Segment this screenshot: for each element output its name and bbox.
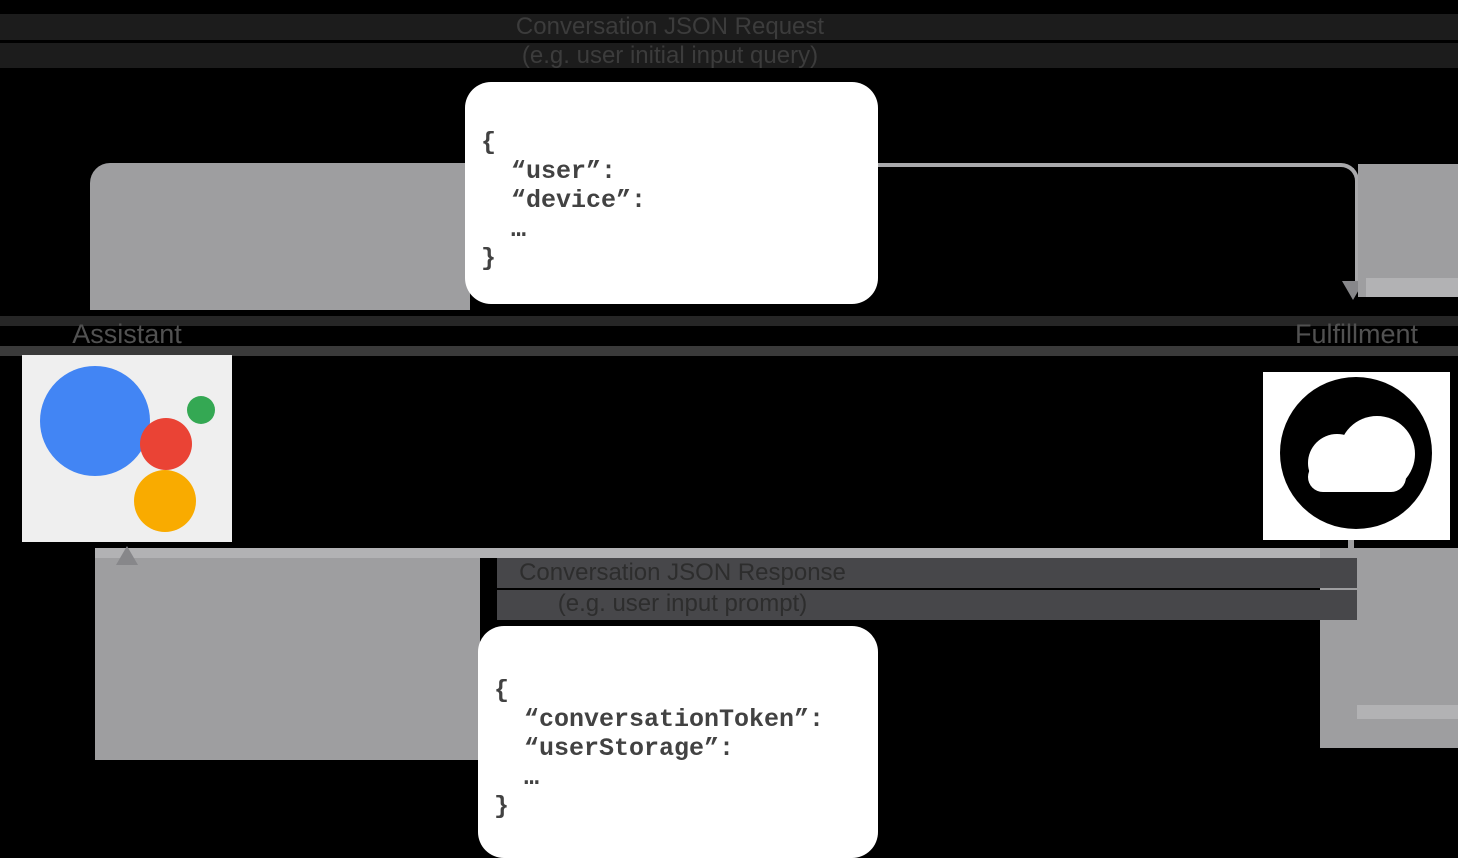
top-label-stripe-2 bbox=[0, 43, 1458, 68]
request-code-line-device: “device”: bbox=[481, 186, 647, 215]
response-label-stripe-2 bbox=[497, 590, 1357, 620]
response-code-line-open-brace: { bbox=[494, 676, 510, 705]
response-json-card: { “conversationToken”: “userStorage”: … … bbox=[478, 626, 878, 858]
cloud-icon bbox=[1263, 372, 1450, 540]
request-code-line-open-brace: { bbox=[481, 128, 497, 157]
assistant-label: Assistant bbox=[72, 319, 182, 349]
response-arrow-line bbox=[95, 548, 1355, 558]
request-arrow-band bbox=[90, 163, 470, 310]
response-label-stripe-1 bbox=[497, 558, 1357, 588]
request-label-line1: Conversation JSON Request bbox=[515, 13, 825, 40]
assistant-logo-blue-circle bbox=[40, 366, 150, 476]
assistant-logo-yellow-circle bbox=[134, 470, 196, 532]
response-arrow-drop bbox=[1348, 540, 1354, 552]
assistant-logo-green-circle bbox=[187, 396, 215, 424]
request-label-line2: (e.g. user initial input query) bbox=[521, 42, 819, 69]
request-code-line-close-brace: } bbox=[481, 244, 497, 273]
arrow-up-icon bbox=[116, 546, 138, 565]
request-code-line-ellipsis: … bbox=[481, 215, 527, 244]
response-band-right-fade bbox=[1357, 705, 1458, 719]
assistant-logo-red-circle bbox=[140, 418, 192, 470]
request-band-right-fade bbox=[1366, 278, 1458, 297]
response-arrow-band bbox=[95, 548, 480, 760]
response-code-line-conversationtoken: “conversationToken”: bbox=[494, 705, 825, 734]
response-code-line-userstorage: “userStorage”: bbox=[494, 734, 735, 763]
request-json-card: { “user”: “device”: … } bbox=[465, 82, 878, 304]
response-label-line2: (e.g. user input prompt) bbox=[557, 590, 808, 617]
fulfillment-tile bbox=[1263, 372, 1450, 540]
request-band-right bbox=[1358, 164, 1458, 297]
top-label-stripe-1 bbox=[0, 14, 1458, 40]
request-arrow-line bbox=[878, 163, 1359, 285]
cloud-icon-base bbox=[1308, 462, 1406, 492]
response-code-line-ellipsis: … bbox=[494, 763, 540, 792]
google-assistant-logo bbox=[22, 355, 232, 542]
fulfillment-label: Fulfillment bbox=[1294, 319, 1419, 349]
request-code-line-user: “user”: bbox=[481, 157, 617, 186]
response-label-line1: Conversation JSON Response bbox=[519, 559, 846, 586]
node-label-stripe-bottom bbox=[0, 346, 1458, 356]
node-label-stripe-top bbox=[0, 316, 1458, 326]
response-code-line-close-brace: } bbox=[494, 792, 510, 821]
assistant-tile bbox=[22, 355, 232, 542]
